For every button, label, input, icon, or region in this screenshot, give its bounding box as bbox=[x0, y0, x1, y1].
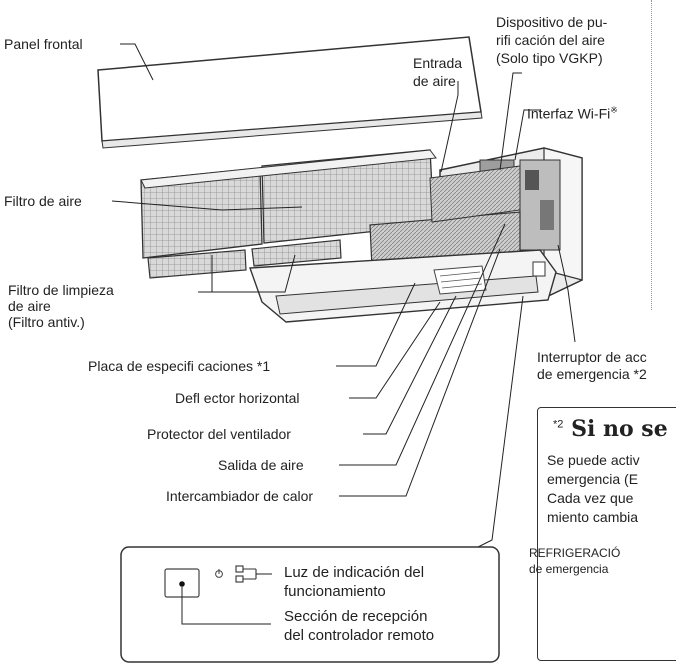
cleaning-filter bbox=[147, 239, 342, 279]
indicator-callout-box bbox=[120, 546, 500, 663]
label-interruptor-2: de emergencia *2 bbox=[537, 366, 647, 382]
note-title-text: Si no se bbox=[571, 416, 668, 442]
callout-luz-1: Luz de indicación del bbox=[284, 564, 425, 581]
label-intercambiador: Intercambiador de calor bbox=[166, 488, 314, 504]
note-title: *2 Si no se bbox=[553, 416, 668, 442]
label-wifi-text: Interfaz Wi-Fi bbox=[527, 105, 611, 122]
note-mode-1: REFRIGERACIÓ bbox=[529, 546, 621, 560]
callout-seccion-1: Sección de recepción bbox=[284, 608, 428, 625]
front-panel bbox=[97, 36, 483, 149]
label-protector: Protector del ventilador bbox=[147, 426, 291, 442]
label-entrada-1: Entrada bbox=[413, 55, 463, 71]
emergency-note-box bbox=[537, 407, 676, 661]
label-deflector: Defl ector horizontal bbox=[175, 390, 300, 406]
note-line-1: Se puede activ bbox=[547, 452, 640, 468]
label-filtro-aire: Filtro de aire bbox=[4, 193, 82, 209]
label-dispositivo-2: rifi cación del aire bbox=[496, 32, 605, 48]
label-dispositivo-1: Dispositivo de pu- bbox=[496, 14, 608, 30]
label-placa: Placa de especifi caciones *1 bbox=[88, 358, 271, 374]
label-interruptor-1: Interruptor de acc bbox=[537, 349, 647, 365]
label-filtro-limpieza-3: (Filtro antiv.) bbox=[8, 314, 85, 330]
note-line-2: emergencia (E bbox=[547, 471, 639, 487]
label-wifi: Interfaz Wi-Fi※ bbox=[527, 102, 618, 122]
note-mark: *2 bbox=[553, 418, 564, 431]
callout-luz-2: funcionamiento bbox=[284, 583, 386, 600]
callout-seccion-2: del controlador remoto bbox=[284, 627, 435, 644]
note-mode-2: de emergencia bbox=[529, 562, 609, 576]
label-entrada-2: de aire bbox=[413, 73, 456, 89]
power-icon bbox=[215, 569, 223, 578]
label-wifi-mark: ※ bbox=[610, 105, 618, 115]
note-line-4: miento cambia bbox=[547, 509, 639, 525]
leader-lines bbox=[111, 43, 576, 556]
label-filtro-limpieza-2: de aire bbox=[8, 298, 51, 314]
note-line-3: Cada vez que bbox=[547, 490, 634, 506]
label-salida: Salida de aire bbox=[218, 457, 304, 473]
page-edge-divider bbox=[651, 0, 652, 310]
label-dispositivo-3: (Solo tipo VGKP) bbox=[496, 50, 603, 66]
label-panel-frontal: Panel frontal bbox=[4, 36, 83, 52]
air-filter bbox=[140, 149, 437, 259]
label-filtro-limpieza-1: Filtro de limpieza bbox=[8, 282, 114, 298]
